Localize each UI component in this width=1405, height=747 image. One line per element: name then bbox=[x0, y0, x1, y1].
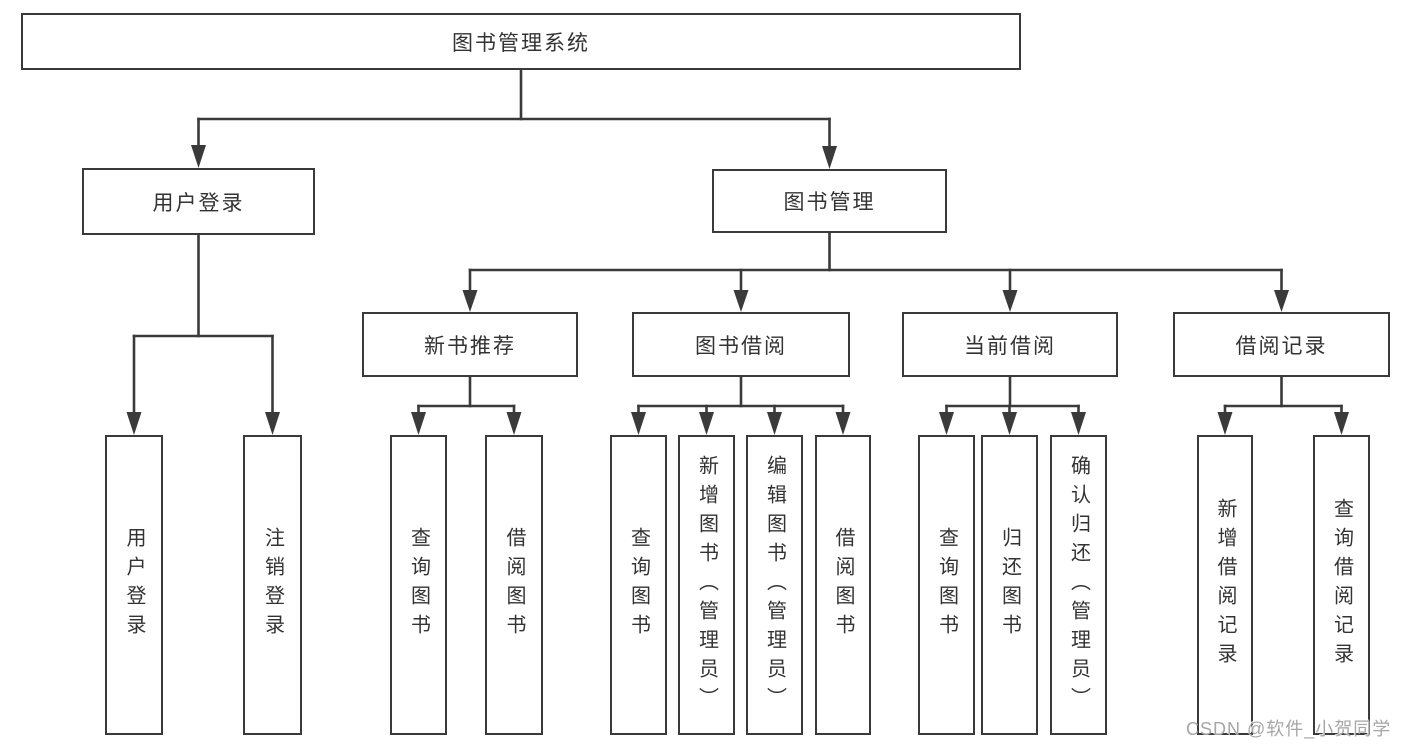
leaf-confirm-return-admin: 确认归还（管理员） bbox=[1050, 435, 1107, 735]
node-borrow-record: 借阅记录 bbox=[1173, 312, 1390, 377]
leaf-recommend-borrow-book: 借阅图书 bbox=[485, 435, 543, 735]
node-new-book-recommend: 新书推荐 bbox=[362, 312, 578, 377]
node-book-management: 图书管理 bbox=[712, 169, 947, 233]
leaf-borrow-query-book: 查询图书 bbox=[610, 435, 667, 735]
leaf-add-book-admin: 新增图书（管理员） bbox=[678, 435, 735, 735]
leaf-add-borrow-record: 新增借阅记录 bbox=[1197, 435, 1253, 735]
node-current-borrow: 当前借阅 bbox=[902, 312, 1118, 377]
node-book-borrow: 图书借阅 bbox=[632, 312, 850, 377]
leaf-borrow-book: 借阅图书 bbox=[815, 435, 871, 735]
node-root: 图书管理系统 bbox=[21, 13, 1021, 70]
leaf-logout: 注销登录 bbox=[243, 435, 302, 735]
leaf-edit-book-admin: 编辑图书（管理员） bbox=[746, 435, 803, 735]
leaf-return-book: 归还图书 bbox=[981, 435, 1038, 735]
leaf-user-login: 用户登录 bbox=[105, 435, 163, 735]
arrowheads bbox=[126, 145, 1349, 435]
leaf-current-query-book: 查询图书 bbox=[918, 435, 975, 735]
node-user-login: 用户登录 bbox=[82, 168, 315, 235]
leaf-recommend-query-book: 查询图书 bbox=[390, 435, 447, 735]
leaf-query-borrow-record: 查询借阅记录 bbox=[1313, 435, 1370, 735]
csdn-watermark: CSDN @软件_小贺同学 bbox=[1186, 719, 1392, 739]
